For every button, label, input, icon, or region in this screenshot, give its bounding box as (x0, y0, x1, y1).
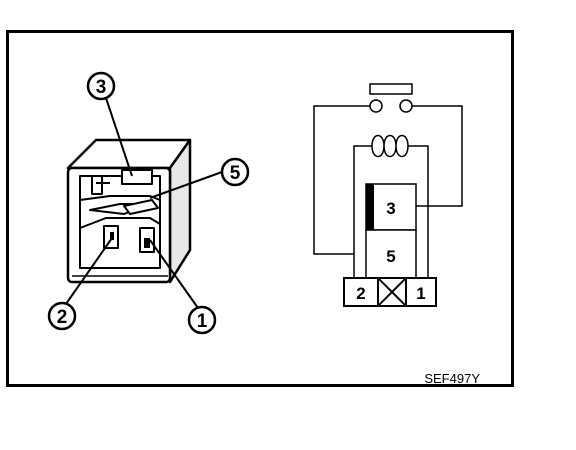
switch-contact-right (399, 99, 413, 113)
figure-frame (6, 30, 514, 387)
switch-contact-left (369, 99, 383, 113)
figure-code: SEF497Y (424, 371, 480, 386)
callout-2: 2 (47, 301, 77, 331)
box-5-label: 5 (386, 247, 395, 266)
callout-5: 5 (220, 157, 250, 187)
callout-1: 1 (187, 305, 217, 335)
callout-3-label: 3 (96, 77, 107, 98)
relay-schematic (313, 83, 463, 307)
switch-bar (369, 83, 413, 95)
callout-leaders (65, 97, 223, 309)
leader-1 (149, 239, 199, 309)
box-5 (365, 229, 417, 279)
wire-coil-left (353, 145, 372, 254)
callout-1-label: 1 (197, 311, 208, 332)
connector-label-2: 2 (356, 284, 365, 303)
wire-switch-right (412, 105, 463, 207)
callout-2-label: 2 (57, 307, 68, 328)
leader-5 (149, 171, 223, 199)
callout-5-label: 5 (230, 163, 241, 184)
box-3 (365, 183, 417, 231)
coil (371, 134, 409, 158)
connector-cross-b (377, 277, 407, 307)
connector (343, 277, 437, 307)
callout-3: 3 (86, 71, 116, 101)
wire-switch-left (313, 105, 370, 278)
leader-3 (105, 97, 133, 177)
box-3-label: 3 (386, 199, 395, 218)
leader-2 (65, 237, 113, 305)
connector-label-1: 1 (416, 284, 425, 303)
wire-coil-right (408, 145, 429, 278)
box-3-marker (366, 184, 374, 230)
relay-illustration (66, 138, 192, 284)
